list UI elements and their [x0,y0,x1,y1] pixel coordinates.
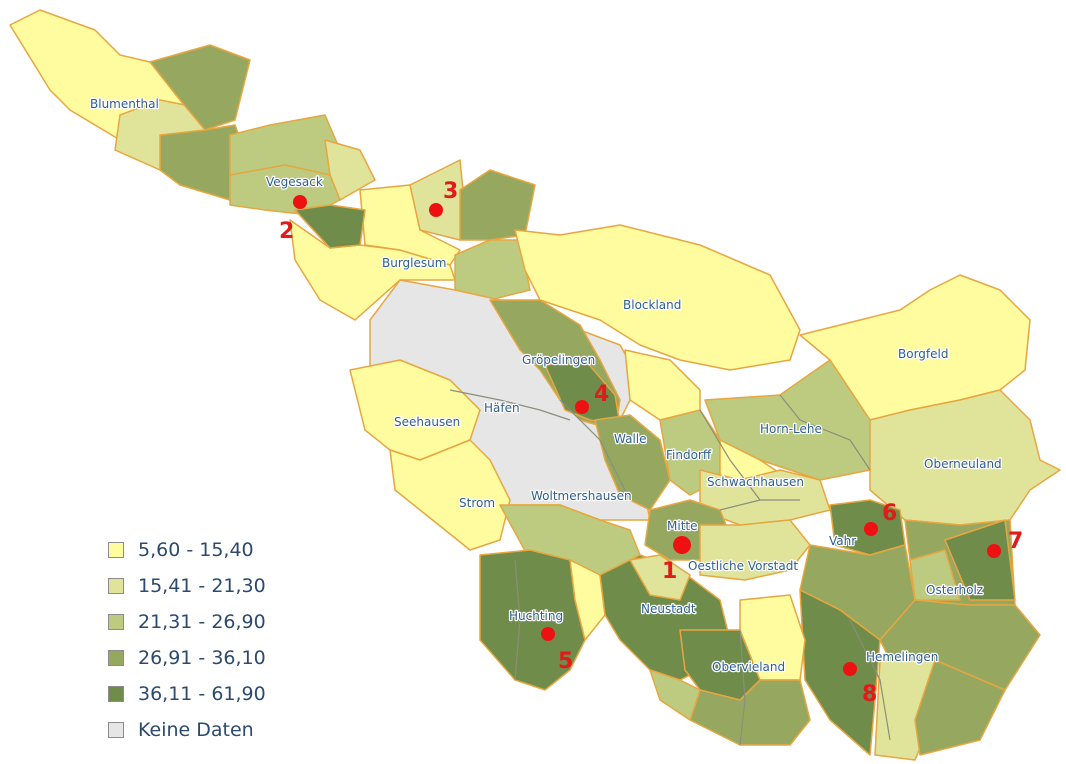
region-hemelingen-south [914,659,1006,756]
district-label-seehausen: Seehausen [394,415,460,429]
district-labels: Blumenthal Vegesack Burglesum Blockland … [89,96,1003,676]
marker-number: 2 [279,219,294,244]
district-label-osterholz: Osterholz [926,583,983,597]
marker-dot [987,544,1001,558]
district-label-oestliche-vorstadt: Oestliche Vorstadt [688,559,798,573]
region-lesum [454,239,531,301]
legend-label: 15,41 - 21,30 [138,575,266,597]
legend-item: Keine Daten [108,712,266,748]
district-label-oberneuland: Oberneuland [924,457,1002,471]
marker-number: 3 [443,179,458,204]
marker-number: 1 [662,559,677,584]
legend-label: 26,91 - 36,10 [138,647,266,669]
legend-item: 36,11 - 61,90 [108,676,266,712]
district-label-findorff: Findorff [666,448,712,462]
district-label-mitte: Mitte [667,519,697,533]
region-huchting-yellow [569,559,606,641]
marker-dot [864,522,878,536]
district-label-groepelingen: Gröpelingen [522,353,595,367]
legend-item: 5,60 - 15,40 [108,532,266,568]
marker-dot [293,195,307,209]
boundary-line [719,499,800,511]
district-label-obervieland: Obervieland [712,660,785,674]
region-hemelingen-west [799,589,881,756]
marker-number: 6 [882,501,897,526]
district-label-hemelingen: Hemelingen [866,650,938,664]
district-label-haefen: Häfen [484,401,520,415]
legend: 5,60 - 15,40 15,41 - 21,30 21,31 - 26,90… [108,532,266,748]
district-label-woltmershausen: Woltmershausen [531,489,632,503]
marker-dot [843,662,857,676]
district-label-burglesum: Burglesum [382,256,446,270]
legend-swatch [108,614,124,630]
region-burg-grambke [459,169,536,241]
district-label-walle: Walle [614,432,647,446]
marker-dot [429,203,443,217]
legend-item: 21,31 - 26,90 [108,604,266,640]
legend-label: 21,31 - 26,90 [138,611,266,633]
district-label-neustadt: Neustadt [641,602,696,616]
legend-swatch [108,578,124,594]
marker-number: 8 [862,682,877,707]
map-boundaries [449,389,891,746]
district-label-huchting: Huchting [509,609,563,623]
legend-swatch [108,722,124,738]
marker-number: 7 [1008,529,1023,554]
district-label-borgfeld: Borgfeld [898,347,948,361]
boundary-line [739,629,746,746]
boundary-line [559,399,631,501]
region-strom [389,439,511,551]
legend-item: 26,91 - 36,10 [108,640,266,676]
map-regions [9,9,1061,761]
marker-number: 4 [594,382,609,407]
region-neustadt-light [629,554,691,601]
marker-dot [541,627,555,641]
legend-label: 36,11 - 61,90 [138,683,266,705]
region-osterholz-dark [944,519,1016,601]
marker-dot [673,536,691,554]
region-osterholz-light [909,549,961,601]
region-farge [149,44,251,131]
boundary-line [449,389,571,421]
district-label-blockland: Blockland [623,298,681,312]
boundary-line [849,619,891,741]
boundary-line [779,394,871,471]
region-oestliche-vorstadt [699,519,811,581]
district-label-horn-lehe: Horn-Lehe [760,422,822,436]
region-obervieland-se [649,669,701,721]
district-label-vahr: Vahr [829,534,856,548]
legend-swatch [108,686,124,702]
region-obervieland-south [689,679,811,746]
marker-dot [575,400,589,414]
region-vegesack-grohn [294,204,366,249]
legend-item: 15,41 - 21,30 [108,568,266,604]
district-label-schwachhausen: Schwachhausen [707,475,804,489]
legend-swatch [108,650,124,666]
region-blockland [514,224,801,371]
legend-swatch [108,542,124,558]
marker-number: 5 [558,649,573,674]
district-label-blumenthal: Blumenthal [90,97,159,111]
region-huchting [479,549,586,691]
legend-label: Keine Daten [138,719,254,741]
region-vegesack-north [324,139,376,201]
legend-label: 5,60 - 15,40 [138,539,254,561]
region-walle [594,414,671,511]
boundary-line [699,409,761,501]
boundary-line [514,559,521,681]
district-label-vegesack: Vegesack [266,175,323,189]
markers: 1 2 3 4 5 6 7 8 [279,179,1023,707]
district-label-strom: Strom [459,496,495,510]
